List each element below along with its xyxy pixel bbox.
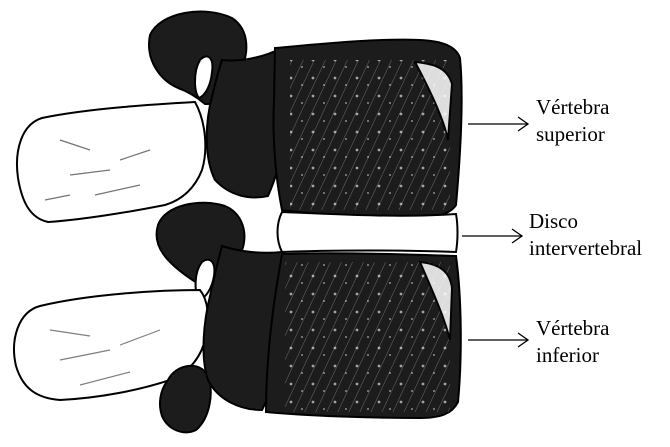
intervertebral-disc [278,212,458,252]
label-vertebra-superior-line1: Vértebra [536,95,610,119]
label-disco-line2: intervertebral [529,236,642,260]
arrow-vertebra-superior [468,117,528,131]
label-vertebra-superior-line2: superior [536,122,605,146]
upper-vertebra [17,12,462,222]
label-vertebra-inferior-line1: Vértebra [536,316,610,340]
label-vertebra-superior: Vértebra superior [536,95,610,146]
label-disco-line1: Disco [529,209,578,233]
label-disco-intervertebral: Disco intervertebral [529,209,642,260]
arrow-disco-intervertebral [462,229,522,243]
arrow-vertebra-inferior [468,333,528,347]
label-vertebra-inferior-line2: inferior [536,343,599,367]
label-vertebra-inferior: Vértebra inferior [536,316,610,367]
upper-transverse-process [17,102,205,222]
